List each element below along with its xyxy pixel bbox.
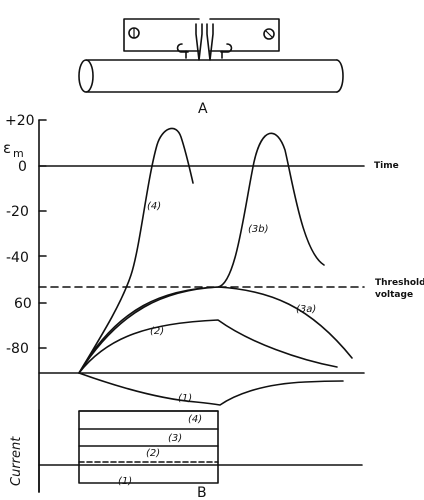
- right-electrode-housing: [209, 18, 280, 52]
- curve-label-2: (2): [150, 326, 164, 337]
- current-label-1: (1): [118, 476, 132, 487]
- current-label-2: (2): [146, 448, 160, 459]
- curve-label-1: (1): [178, 393, 192, 404]
- panel-b-label: B: [197, 485, 207, 500]
- response-curve-3b: [78, 132, 325, 374]
- response-curve-4: [78, 127, 194, 374]
- right-micropipette: [206, 23, 214, 61]
- threshold-label-line-2: voltage: [375, 290, 413, 300]
- nerve-fiber-left-end: [78, 59, 94, 93]
- curve-label-3b: (3b): [248, 224, 269, 235]
- right-coil-loop: [220, 43, 233, 53]
- electrode-setup-illustration: [78, 18, 344, 93]
- membrane-potential-plot: [38, 119, 365, 493]
- left-coil-loop: [176, 43, 189, 53]
- y-axis-title: ε m: [3, 139, 24, 160]
- curve-label-4: (4): [147, 201, 161, 212]
- y-tick-label: -40: [6, 250, 29, 266]
- nerve-fiber-right-end: [336, 59, 344, 93]
- threshold-label-line-1: Threshold: [375, 278, 424, 288]
- time-label: Time: [374, 161, 399, 171]
- current-pulse-bottom: [78, 464, 219, 484]
- current-label-4: (4): [188, 414, 202, 425]
- right-electrode-terminal-mark: [265, 30, 273, 38]
- y-tick-label: 60: [14, 296, 32, 312]
- y-axis-ticks: [38, 119, 47, 349]
- curve-label-3a: (3a): [296, 304, 316, 315]
- current-axis-label: Current: [9, 436, 24, 486]
- current-step-diagram: [38, 409, 363, 493]
- panel-a-label: A: [198, 101, 208, 117]
- y-tick-label: 0: [18, 159, 27, 175]
- nerve-fiber: [85, 59, 338, 93]
- y-tick-label: -80: [6, 341, 29, 357]
- response-curve-1: [78, 372, 344, 406]
- y-tick-labels: +20 0 -20 -40 60 -80: [5, 113, 35, 357]
- y-axis-symbol-subscript: m: [13, 147, 24, 160]
- y-axis-symbol: ε: [3, 139, 11, 157]
- left-electrode-housing: [123, 18, 200, 52]
- y-tick-label: -20: [6, 204, 29, 220]
- left-micropipette: [195, 23, 203, 61]
- y-tick-label: +20: [5, 113, 35, 129]
- right-electrode-terminal: [263, 28, 275, 40]
- response-curve-2: [78, 319, 338, 374]
- current-label-3: (3): [168, 433, 182, 444]
